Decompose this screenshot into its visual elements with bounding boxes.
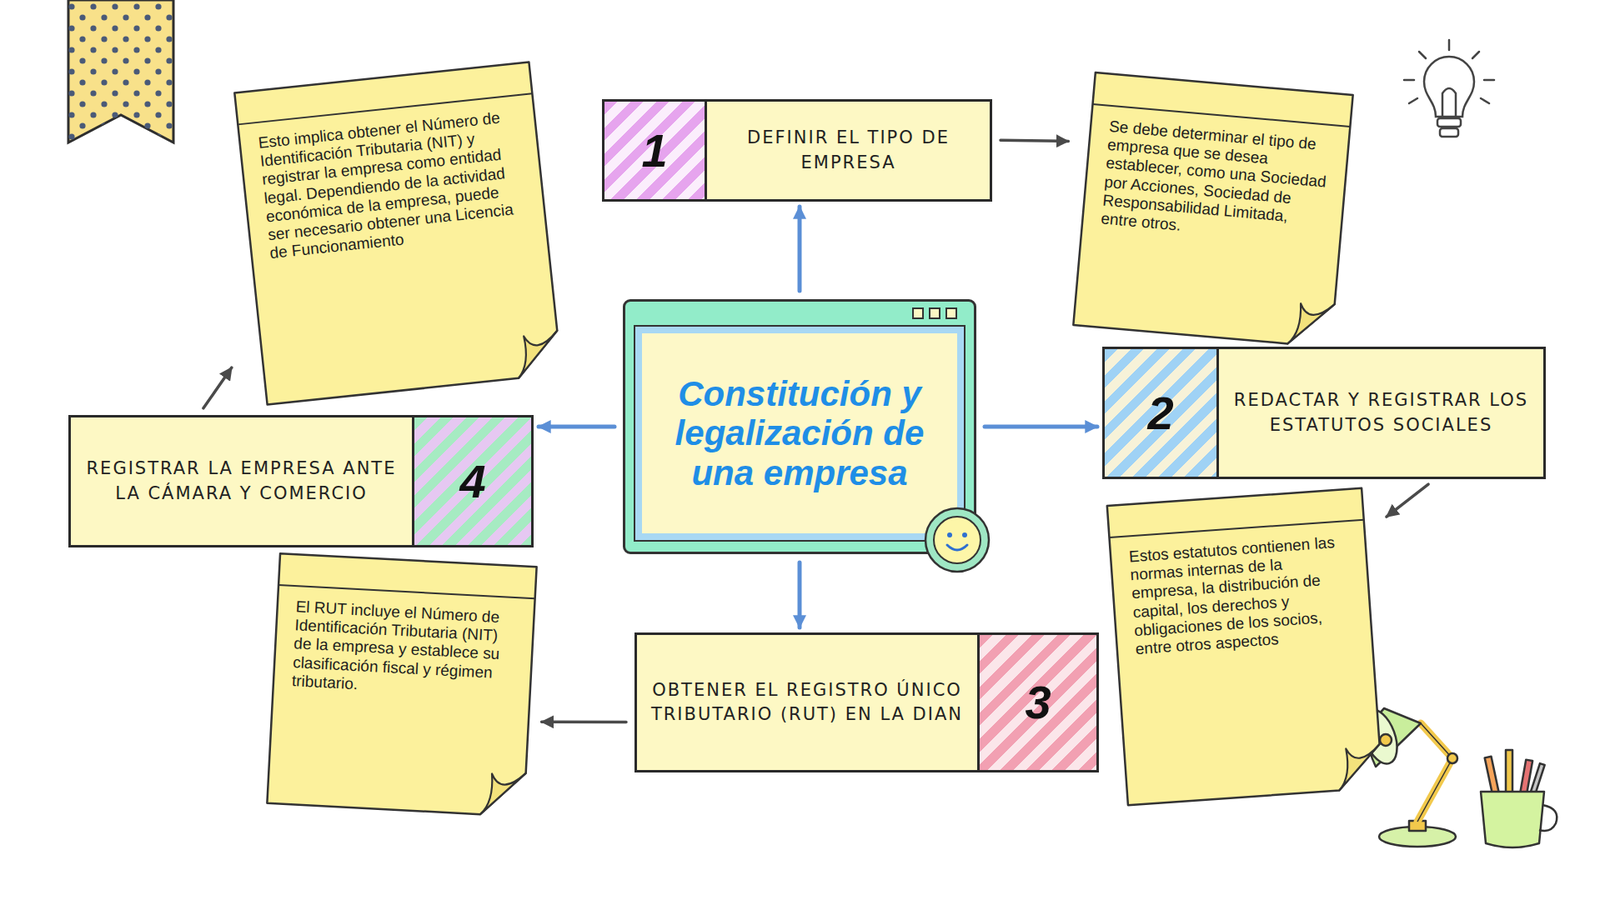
window-panel: Constitución y legalización de una empre… bbox=[635, 326, 964, 541]
smiley-icon bbox=[920, 503, 994, 577]
step-box: 1 DEFINIR EL TIPO DE EMPRESA bbox=[601, 99, 993, 202]
connector-arrow bbox=[1386, 484, 1429, 517]
step-title: OBTENER EL REGISTRO ÚNICO TRIBUTARIO (RU… bbox=[648, 678, 966, 728]
note-text: Estos estatutos contienen las normas int… bbox=[1107, 488, 1376, 709]
connector-arrow bbox=[541, 720, 627, 724]
pencil-cup bbox=[1480, 750, 1557, 848]
window-button bbox=[945, 307, 958, 320]
step-box: 4 REGISTRAR LA EMPRESA ANTE LA CÁMARA Y C… bbox=[68, 415, 534, 548]
step-number: 4 bbox=[459, 458, 486, 506]
lightbulb-icon bbox=[1404, 40, 1495, 137]
connector-arrow bbox=[538, 425, 615, 430]
note-text: El RUT incluye el Número de Identificaci… bbox=[270, 553, 537, 752]
striped-number-cell: 1 bbox=[604, 101, 708, 200]
connector-arrow bbox=[984, 425, 1098, 430]
step-number: 2 bbox=[1147, 390, 1174, 437]
sticky-note: Esto implica obtener el Número de Identi… bbox=[234, 61, 562, 405]
step-title: REDACTAR Y REGISTRAR LOS ESTATUTOS SOCIA… bbox=[1230, 388, 1532, 438]
connector-arrow bbox=[797, 562, 803, 628]
step-title-cell: REDACTAR Y REGISTRAR LOS ESTATUTOS SOCIA… bbox=[1218, 349, 1544, 477]
sticky-note: Se debe determinar el tipo de empresa qu… bbox=[1073, 72, 1353, 348]
window-titlebar bbox=[625, 301, 974, 327]
step-title-cell: DEFINIR EL TIPO DE EMPRESA bbox=[707, 101, 990, 200]
window-button bbox=[928, 307, 941, 320]
sticky-note: El RUT incluye el Número de Identificaci… bbox=[266, 553, 537, 818]
note-text: Se debe determinar el tipo de empresa qu… bbox=[1078, 72, 1354, 297]
window-button bbox=[912, 307, 924, 320]
diagram-title: Constitución y legalización de una empre… bbox=[655, 374, 944, 492]
step-title-cell: OBTENER EL REGISTRO ÚNICO TRIBUTARIO (RU… bbox=[636, 635, 978, 771]
title-window: Constitución y legalización de una empre… bbox=[622, 299, 977, 555]
step-box: 3 OBTENER EL REGISTRO ÚNICO TRIBUTARIO (R… bbox=[634, 632, 1099, 773]
striped-number-cell: 2 bbox=[1104, 349, 1219, 477]
ribbon-banner bbox=[68, 0, 174, 143]
step-number: 1 bbox=[641, 127, 668, 175]
step-box: 2 REDACTAR Y REGISTRAR LOS ESTATUTOS SOCI… bbox=[1102, 346, 1546, 480]
note-text: Esto implica obtener el Número de Identi… bbox=[234, 61, 552, 313]
striped-number-cell: 3 bbox=[977, 635, 1097, 771]
step-title-cell: REGISTRAR LA EMPRESA ANTE LA CÁMARA Y CO… bbox=[70, 417, 412, 546]
step-number: 3 bbox=[1024, 679, 1051, 727]
connector-arrow bbox=[203, 367, 232, 409]
sticky-note: Estos estatutos contienen las normas int… bbox=[1107, 488, 1383, 806]
step-title: DEFINIR EL TIPO DE EMPRESA bbox=[718, 125, 979, 176]
step-title: REGISTRAR LA EMPRESA ANTE LA CÁMARA Y CO… bbox=[82, 456, 401, 507]
connector-arrow bbox=[1000, 140, 1069, 141]
striped-number-cell: 4 bbox=[411, 417, 532, 546]
connector-arrow bbox=[797, 206, 803, 291]
